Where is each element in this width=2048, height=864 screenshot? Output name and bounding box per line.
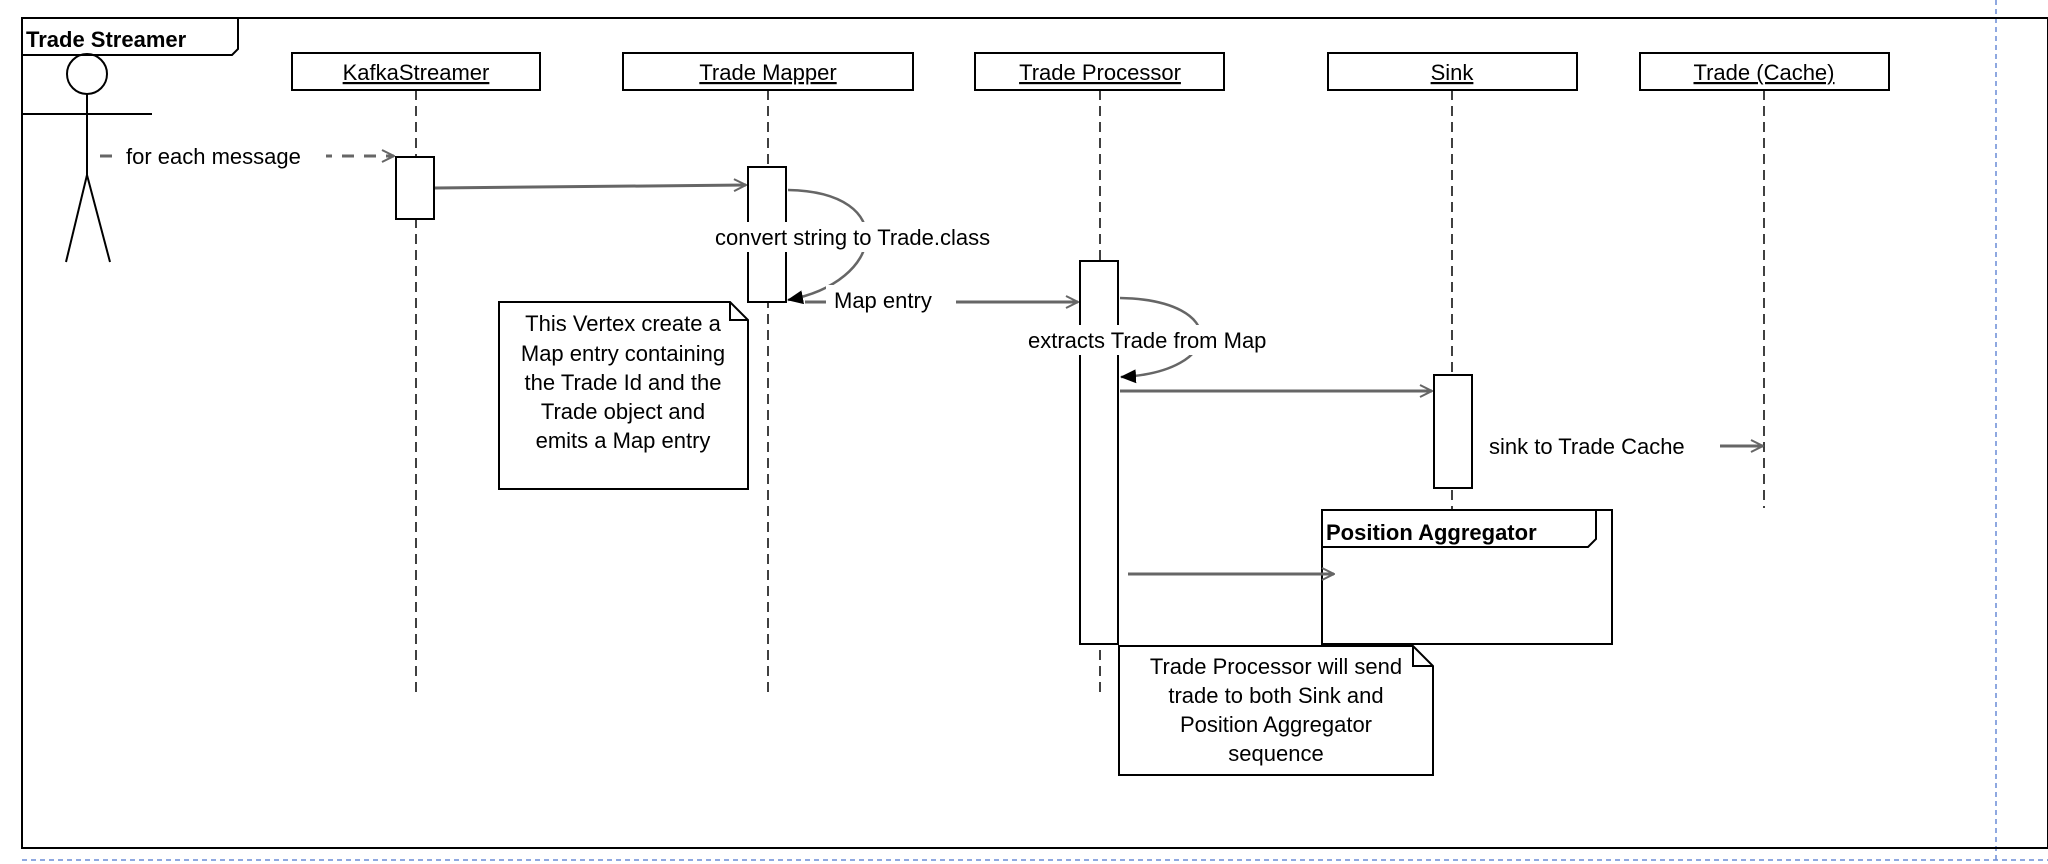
lifeline-cache: Trade (Cache) [1639,52,1890,508]
message-label-bg [1024,325,1300,355]
note-line: Trade Processor will send [1150,654,1402,679]
lifeline-head [291,52,541,91]
message-label-extracts: extracts Trade from Map [1028,328,1266,353]
lifeline-name: Trade Processor [1019,60,1181,85]
note-line: the Trade Id and the [525,370,722,395]
message-label-bg [826,285,956,315]
activation-processor [1079,260,1119,645]
message-arrow-kafka-to-mapper [434,185,746,188]
actor-icon [22,53,152,263]
fragment-box [1321,509,1613,645]
lifeline-processor: Trade Processor [974,52,1225,696]
message-label-map-entry: Map entry [834,288,932,313]
message-label-convert: convert string to Trade.class [715,225,990,250]
frame-title: Trade Streamer [26,27,187,52]
diagram-frame [21,17,2048,849]
note-mapper: This Vertex create a Map entry containin… [498,301,749,490]
note-line: sequence [1228,741,1323,766]
note-fold [1412,646,1433,667]
fragment-title: Position Aggregator [1326,520,1537,545]
lifeline-name: Trade Mapper [699,60,836,85]
lifeline-name: Sink [1431,60,1475,85]
note-box [1118,645,1434,776]
lifeline-head [974,52,1225,91]
fragment-position-aggregator: Position Aggregator [1321,509,1613,645]
message-label-sink-to-cache: sink to Trade Cache [1489,434,1685,459]
note-line: trade to both Sink and [1168,683,1383,708]
note-processor: Trade Processor will send trade to both … [1118,645,1434,776]
note-line: This Vertex create a [525,311,721,336]
lifeline-name: Trade (Cache) [1693,60,1834,85]
activation-kafka [395,156,435,220]
note-line: emits a Map entry [536,428,711,453]
activation-sink [1433,374,1473,489]
note-box [498,301,749,490]
frame-title-tab [22,18,239,56]
message-label-bg [712,222,1028,252]
note-fold [729,302,748,321]
lifeline-sink: Sink [1327,52,1578,510]
lifeline-name: KafkaStreamer [343,60,490,85]
fragment-title-tab [1322,510,1597,548]
note-line: Trade object and [541,399,705,424]
note-line: Map entry containing [521,341,725,366]
note-line: Position Aggregator [1180,712,1372,737]
message-label-for-each: for each message [126,144,301,169]
message-label-bg [120,140,326,170]
lifeline-head [1327,52,1578,91]
